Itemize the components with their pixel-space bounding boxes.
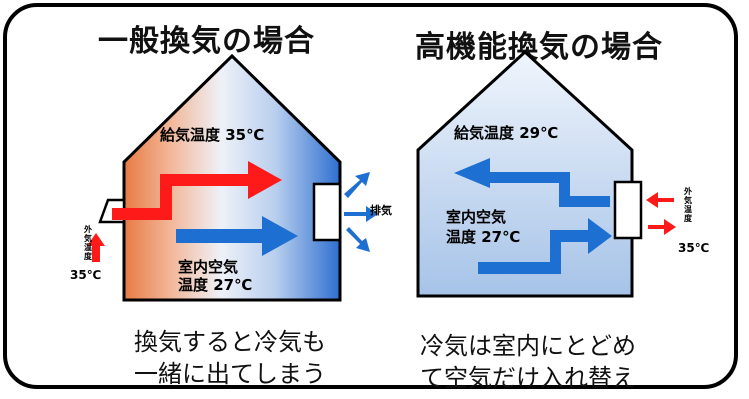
left-exhaust-arrows: [344, 172, 378, 252]
left-caption: 換気すると冷気も 一緒に出てしまう: [110, 326, 350, 390]
right-room-label-1: 室内空気: [446, 208, 506, 226]
left-caption-line-1: 換気すると冷気も: [134, 328, 326, 356]
right-room-label-2: 温度 27℃: [446, 228, 520, 246]
left-supply-label: 給気温度 35℃: [160, 126, 264, 144]
right-outside-label-char-2: 気: [684, 195, 692, 205]
right-caption: 冷気は室内にとどめ て空気だけ入れ替え: [393, 330, 663, 394]
right-outside-label-char-1: 外: [684, 186, 692, 196]
left-outside-label-char-3: 温: [84, 242, 92, 252]
left-room-label-2: 温度 27℃: [178, 276, 252, 294]
right-heat-exchanger-unit: [613, 180, 643, 240]
left-exhaust-label: 排気: [370, 203, 392, 217]
right-room-to-unit-arrow: [478, 218, 612, 274]
left-outside-label-char-1: 外: [84, 224, 92, 234]
right-outside-in-arrow: [646, 192, 674, 208]
left-outside-label-char-2: 気: [84, 233, 92, 243]
right-caption-line-2: て空気だけ入れ替え: [420, 364, 636, 392]
left-outside-air-arrow: [87, 233, 105, 262]
left-outside-temp: 35℃: [70, 268, 101, 282]
right-outside-label-char-3: 温: [684, 204, 692, 214]
left-outside-label-char-4: 度: [84, 251, 93, 261]
right-supply-label: 給気温度 29℃: [454, 124, 558, 142]
left-exhaust-unit: [312, 182, 342, 242]
right-outside-label-char-4: 度: [684, 213, 693, 223]
right-supply-arrow: [454, 158, 610, 207]
left-room-label-1: 室内空気: [178, 258, 238, 276]
right-outside-out-arrow: [648, 219, 676, 235]
right-caption-line-1: 冷気は室内にとどめ: [420, 332, 636, 360]
left-room-to-exhaust-arrow: [176, 216, 298, 256]
right-outside-temp: 35℃: [678, 241, 709, 255]
right-panel-title: 高機能換気の場合: [415, 30, 663, 65]
left-caption-line-2: 一緒に出てしまう: [134, 360, 326, 388]
left-panel-title: 一般換気の場合: [98, 24, 315, 59]
left-supply-arrow: [112, 161, 282, 220]
